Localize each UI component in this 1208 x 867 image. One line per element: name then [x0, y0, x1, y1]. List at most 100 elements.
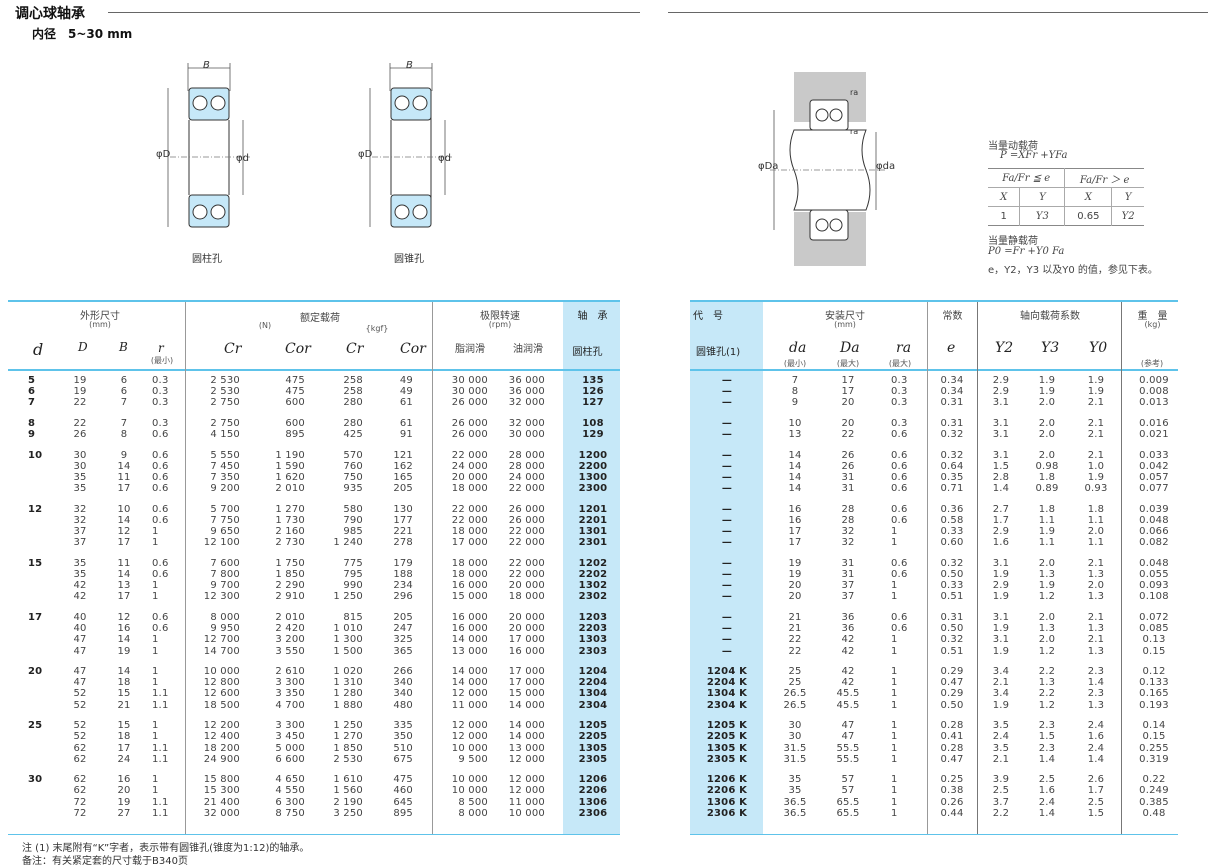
cell-ra: 1 — [891, 666, 898, 677]
cell-D: 42 — [73, 580, 87, 592]
cell-Y2: 3.5 — [992, 720, 1010, 732]
header-weight-unit: (kg) — [1144, 320, 1161, 329]
cell-Cor-kgf: 205 — [393, 611, 413, 623]
cell-Y2: 2.7 — [992, 503, 1010, 515]
cell-D: 35 — [73, 557, 87, 569]
right-table-top-rule — [690, 300, 1178, 302]
page-title: 调心球轴承 — [15, 6, 85, 22]
cell-Cr: 7 350 — [210, 472, 240, 483]
cell-oil-speed: 17 000 — [508, 634, 545, 646]
cell-da: 16 — [788, 514, 802, 526]
cell-weight: 0.021 — [1139, 429, 1169, 441]
col-cylindrical-bore: 圆柱孔 — [572, 347, 603, 358]
col-ra-max: (最大) — [888, 359, 912, 368]
cell-ra: 1 — [891, 742, 898, 754]
static-load-formula: P0 =Fr +Y0 Fa — [988, 246, 1065, 257]
cell-e: 0.60 — [940, 537, 964, 549]
cell-da: 20 — [788, 580, 802, 592]
cell-Y2: 1.5 — [992, 460, 1010, 472]
cell-Cr: 2 750 — [210, 397, 240, 409]
cell-Cor-kgf: 675 — [393, 753, 413, 765]
cell-Y0: 2.3 — [1087, 666, 1105, 677]
label-B-tapered: B — [406, 60, 413, 71]
cell-D: 52 — [73, 720, 87, 732]
cell-r: 1.1 — [152, 753, 169, 765]
cell-B: 21 — [117, 699, 131, 711]
cell-grease-speed: 12 000 — [451, 720, 488, 732]
cell-bearing-no: 127 — [582, 397, 604, 409]
cell-grease-speed: 16 000 — [451, 580, 488, 592]
cell-da: 31.5 — [783, 753, 807, 765]
cell-ra: 0.6 — [891, 557, 908, 569]
cell-d: 12 — [28, 503, 43, 515]
cell-grease-speed: 18 000 — [451, 483, 488, 495]
cell-ra: 1 — [891, 731, 898, 743]
cell-B: 16 — [117, 623, 131, 635]
cell-Y0: 1.4 — [1087, 753, 1105, 765]
x-value-2: 0.65 — [1064, 206, 1113, 226]
cell-r: 1 — [152, 537, 159, 549]
cell-B: 13 — [117, 580, 131, 592]
cell-B: 14 — [117, 666, 131, 677]
cell-tapered-no: 1205 K — [706, 720, 748, 732]
cell-D: 30 — [73, 449, 87, 461]
cell-Cr-kgf: 1 300 — [333, 634, 363, 646]
cell-Da: 17 — [841, 375, 855, 386]
cell-oil-speed: 26 000 — [508, 514, 545, 526]
cell-oil-speed: 22 000 — [508, 537, 545, 549]
cell-oil-speed: 15 000 — [508, 688, 545, 700]
cell-ra: 1 — [891, 753, 898, 765]
cell-Y0: 1.6 — [1087, 731, 1105, 743]
cell-Y2: 2.9 — [992, 526, 1010, 538]
label-phiD-tapered: φD — [358, 149, 373, 160]
cell-Y3: 2.0 — [1038, 557, 1056, 569]
cell-weight: 0.15 — [1142, 645, 1166, 657]
cell-da: 17 — [788, 537, 802, 549]
cell-Y0: 2.3 — [1087, 688, 1105, 700]
cell-e: 0.71 — [940, 483, 964, 495]
cell-ra: 1 — [891, 796, 898, 808]
cell-D: 40 — [73, 623, 87, 635]
cell-e: 0.31 — [940, 397, 964, 409]
cell-r: 0.6 — [152, 514, 169, 526]
cell-D: 35 — [73, 472, 87, 483]
cell-Da: 42 — [841, 634, 855, 646]
cell-bearing-no: 1302 — [578, 580, 608, 592]
cell-D: 35 — [73, 569, 87, 580]
cell-Y2: 1.9 — [992, 699, 1010, 711]
cell-D: 30 — [73, 460, 87, 472]
cell-r: 0.6 — [152, 429, 169, 441]
cell-weight: 0.048 — [1139, 514, 1169, 526]
cell-r: 0.6 — [152, 483, 169, 495]
cell-Cr-kgf: 1 250 — [333, 720, 363, 732]
cell-Cor: 475 — [285, 375, 305, 386]
cell-oil-speed: 30 000 — [508, 429, 545, 441]
cell-d: 9 — [28, 429, 36, 441]
cell-oil-speed: 32 000 — [508, 417, 545, 429]
cell-Cr: 2 530 — [210, 386, 240, 398]
cylindrical-bore-caption: 圆柱孔 — [192, 254, 222, 265]
cell-Cr: 12 200 — [203, 720, 240, 732]
y-value-2: Y2 — [1121, 210, 1135, 222]
cell-e: 0.32 — [940, 429, 964, 441]
cell-ra: 1 — [891, 677, 898, 689]
cell-grease-speed: 30 000 — [451, 375, 488, 386]
cell-D: 32 — [73, 503, 87, 515]
cell-Cr-kgf: 795 — [343, 569, 363, 580]
x-header-2: X — [1064, 187, 1113, 207]
cell-Y2: 2.9 — [992, 375, 1010, 386]
cell-B: 10 — [117, 503, 131, 515]
cell-Y2: 1.9 — [992, 569, 1010, 580]
cell-Cr: 2 530 — [210, 375, 240, 386]
col-da-min: (最小) — [783, 359, 807, 368]
y-header-2: Y — [1124, 191, 1132, 203]
cell-Cr: 12 400 — [203, 731, 240, 743]
cell-bearing-no: 2303 — [578, 645, 608, 657]
cell-D: 72 — [73, 807, 87, 819]
col-Y2: Y2 — [995, 340, 1014, 356]
cell-Y2: 1.9 — [992, 645, 1010, 657]
ratio-gt-e: Fa/Fr ＞ e — [1079, 174, 1130, 186]
cell-Cr-kgf: 1 310 — [333, 677, 363, 689]
cell-D: 52 — [73, 699, 87, 711]
cell-B: 9 — [120, 449, 128, 461]
